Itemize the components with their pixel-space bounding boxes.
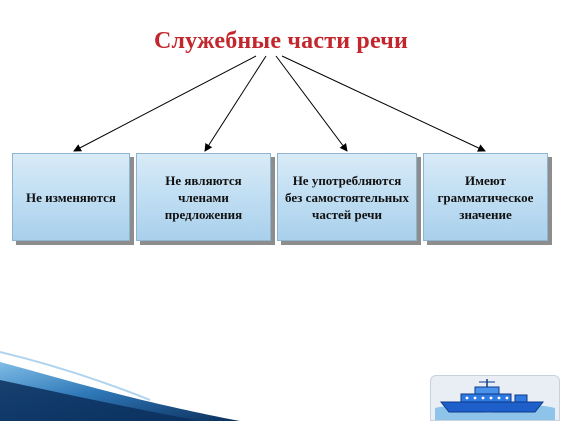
box-not-inflected: Не изменяются [12,153,130,241]
box-2-text: Не являются членами предложения [164,172,243,222]
box-not-sentence-members: Не являются членами предложения [136,153,271,241]
arrow-to-box-4 [281,55,486,152]
box-1-text: Не изменяются [26,189,116,205]
arrow-to-box-3 [275,55,348,152]
ship-image [430,375,560,421]
diagram-title: Служебные части речи [153,28,408,54]
arrow-to-box-1 [73,55,257,152]
ship-icon [435,379,555,420]
box-4-text: Имеют грамматическое значение [437,172,534,222]
box-grammatical-meaning: Имеют грамматическое значение [423,153,548,241]
box-not-used-without-independent: Не употребляются без самостоятельных час… [277,153,417,241]
wave-decoration [0,351,240,421]
arrow-to-box-2 [204,55,267,152]
box-3-text: Не употребляются без самостоятельных час… [285,172,409,222]
